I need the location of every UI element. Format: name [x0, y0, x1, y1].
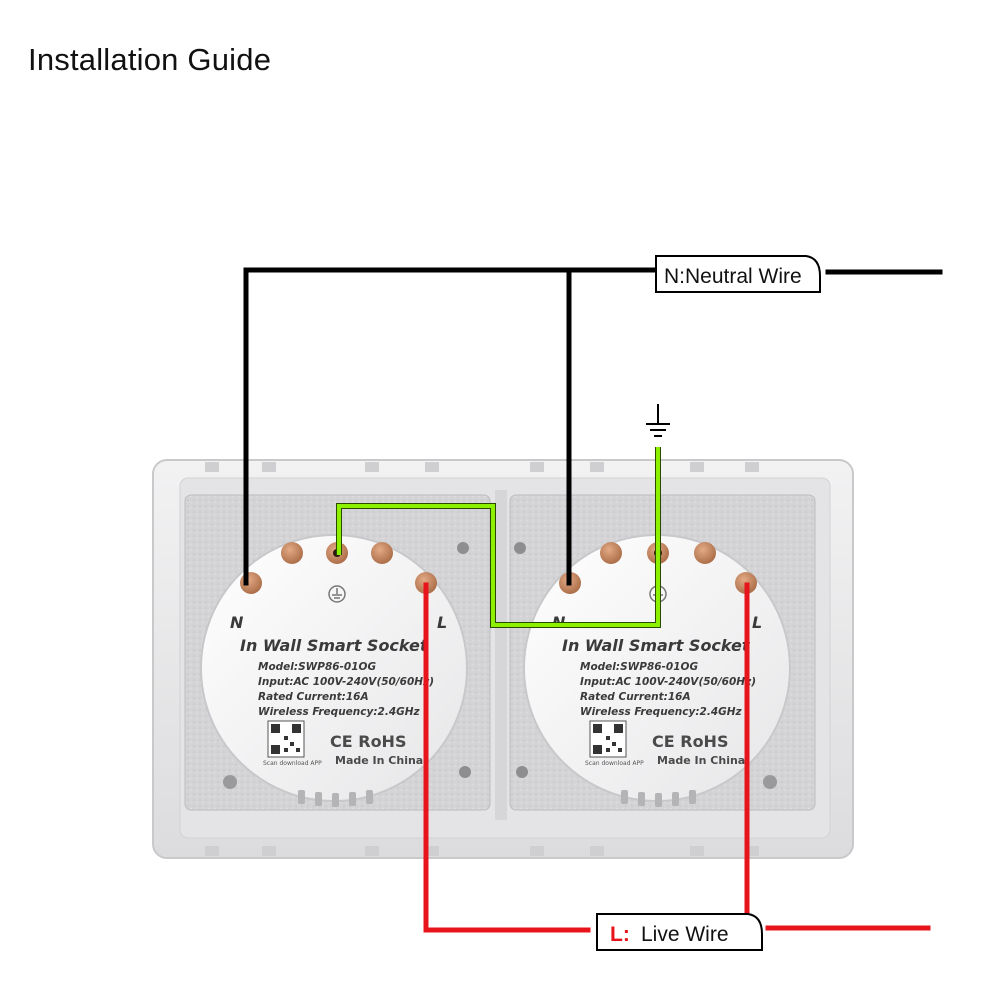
- qr-code-icon: [267, 720, 305, 758]
- page-title: Installation Guide: [28, 42, 272, 77]
- l-mark: L: [437, 613, 447, 632]
- terminal-2-right: [694, 542, 716, 564]
- input-text: Input:AC 100V-240V(50/60Hz): [258, 676, 434, 688]
- current-text: Rated Current:16A: [580, 691, 691, 703]
- smart-socket-module-right: N L In Wall Smart Socket Model:SWP86-01O…: [523, 534, 791, 807]
- input-text: Input:AC 100V-240V(50/60Hz): [580, 676, 756, 688]
- live-wires: [423, 582, 931, 933]
- scan-text: Scan download APP: [263, 760, 322, 767]
- qr-code-icon: [589, 720, 627, 758]
- n-mark: N: [230, 613, 244, 632]
- terminal-1-right: [600, 542, 622, 564]
- neutral-wires: [243, 267, 943, 586]
- frequency-text: Wireless Frequency:2.4GHz: [580, 706, 743, 718]
- cert-marks: CE RoHS: [330, 732, 406, 751]
- origin-text: Made In China: [335, 754, 423, 767]
- cert-marks: CE RoHS: [652, 732, 728, 751]
- earth-ground-icon: [646, 404, 670, 437]
- neutral-wire-label: N:Neutral Wire: [655, 255, 821, 293]
- terminal-n-left: [240, 572, 262, 594]
- earth-wires: [336, 447, 661, 628]
- model-text: Model:SWP86-01OG: [580, 661, 698, 673]
- ground-symbol-icon: [328, 585, 346, 603]
- smart-socket-module-left: N L In Wall Smart Socket Model:SWP86-01O…: [200, 534, 468, 807]
- current-text: Rated Current:16A: [258, 691, 369, 703]
- terminal-2-left: [371, 542, 393, 564]
- origin-text: Made In China: [657, 754, 745, 767]
- product-name: In Wall Smart Socket: [240, 636, 429, 655]
- neutral-wire-text: N:Neutral Wire: [664, 265, 802, 288]
- l-mark: L: [752, 613, 762, 632]
- live-wire-text: Live Wire: [641, 923, 729, 946]
- model-text: Model:SWP86-01OG: [258, 661, 376, 673]
- scan-text: Scan download APP: [585, 760, 644, 767]
- terminal-1-left: [281, 542, 303, 564]
- live-wire-label: L: Live Wire: [596, 913, 763, 951]
- frequency-text: Wireless Frequency:2.4GHz: [258, 706, 421, 718]
- live-wire-prefix: L:: [610, 923, 630, 946]
- product-name: In Wall Smart Socket: [562, 636, 751, 655]
